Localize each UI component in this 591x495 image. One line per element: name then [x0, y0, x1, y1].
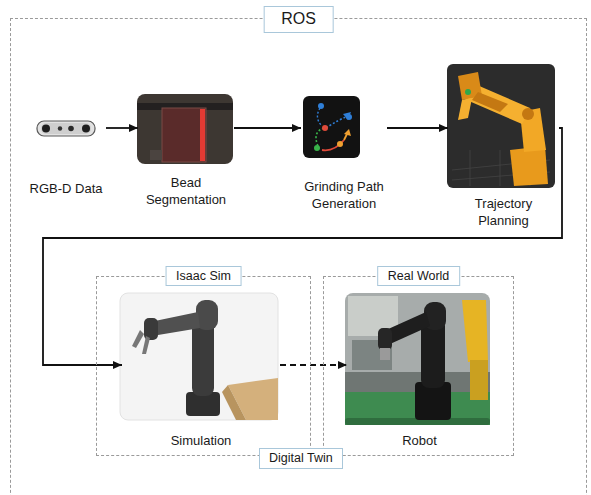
- bead-photo: [200, 109, 205, 161]
- simulation-render: [120, 293, 278, 420]
- pipeline-step: Grinding Path Generation: [301, 97, 387, 212]
- simulation-render: [120, 293, 278, 420]
- bead-photo: [137, 94, 233, 164]
- group-title: ROS: [263, 6, 334, 33]
- step-label: Grinding Path Generation: [301, 179, 387, 212]
- step-label: Robot: [347, 433, 492, 450]
- pipeline-step: Trajectory Planning: [448, 65, 559, 229]
- path-icon: [343, 112, 351, 120]
- camera-icon: [82, 125, 90, 133]
- flow-arrow: [106, 127, 138, 129]
- group-title: Isaac Sim: [165, 266, 242, 286]
- path-icon: [318, 103, 324, 109]
- robot-photo: [470, 360, 488, 400]
- camera-icon: [37, 121, 95, 136]
- step-label: Simulation: [122, 433, 280, 450]
- group-frame: Real WorldRobot: [323, 276, 514, 456]
- camera-icon: [37, 121, 95, 136]
- pipeline-step: Robot: [347, 295, 492, 450]
- path-icon: [322, 125, 328, 131]
- path-icon: [316, 128, 324, 146]
- group-frame: ROSRGB-D DataBead SegmentationGrinding P…: [10, 18, 587, 495]
- path-icon: [344, 129, 351, 136]
- trajectory-render: [447, 64, 555, 188]
- robot-photo: [462, 300, 488, 362]
- trajectory-render: [522, 108, 534, 120]
- camera-icon: [42, 125, 50, 133]
- camera-icon: [41, 123, 91, 134]
- simulation-render: [222, 385, 246, 420]
- step-label: RGB-D Data: [26, 181, 106, 198]
- bead-photo: [162, 108, 206, 162]
- flow-arrow: [43, 128, 562, 365]
- trajectory-render: [472, 92, 508, 112]
- group-frame: Isaac SimSimulation: [96, 276, 311, 456]
- flow-arrow: [234, 127, 301, 129]
- path-icon: [337, 141, 343, 147]
- pipeline-step: Bead Segmentation: [138, 95, 234, 208]
- robot-photo: [380, 348, 390, 360]
- trajectory-render: [520, 108, 546, 152]
- flow-arrow: [387, 127, 448, 129]
- simulation-render: [132, 330, 144, 348]
- robot-photo: [345, 293, 490, 425]
- camera-icon: [58, 126, 62, 130]
- path-icon: [346, 114, 352, 120]
- path-icon: [317, 108, 322, 126]
- path-icon: [303, 96, 360, 158]
- step-label: Trajectory Planning: [448, 196, 559, 229]
- trajectory-render: [447, 64, 555, 188]
- path-icon: [326, 116, 348, 128]
- path-icon: [303, 96, 360, 158]
- bead-photo: [162, 108, 206, 162]
- flow-arrow: [280, 364, 347, 366]
- trajectory-render: [458, 98, 472, 120]
- pipeline-step: Simulation: [122, 295, 280, 450]
- path-icon: [322, 140, 344, 150]
- bead-photo: [150, 150, 162, 160]
- path-icon: [314, 145, 320, 151]
- robot-photo: [378, 328, 392, 350]
- twin-label: Digital Twin: [259, 448, 343, 469]
- camera-icon: [68, 126, 74, 132]
- robot-photo: [386, 312, 430, 344]
- simulation-render: [142, 336, 150, 354]
- bead-photo: [137, 94, 233, 164]
- step-label: Bead Segmentation: [138, 175, 234, 208]
- group-title: Real World: [377, 266, 461, 286]
- pipeline-step: RGB-D Data: [26, 119, 106, 198]
- robot-photo: [345, 293, 490, 425]
- trajectory-render: [510, 146, 548, 186]
- trajectory-render: [465, 89, 471, 95]
